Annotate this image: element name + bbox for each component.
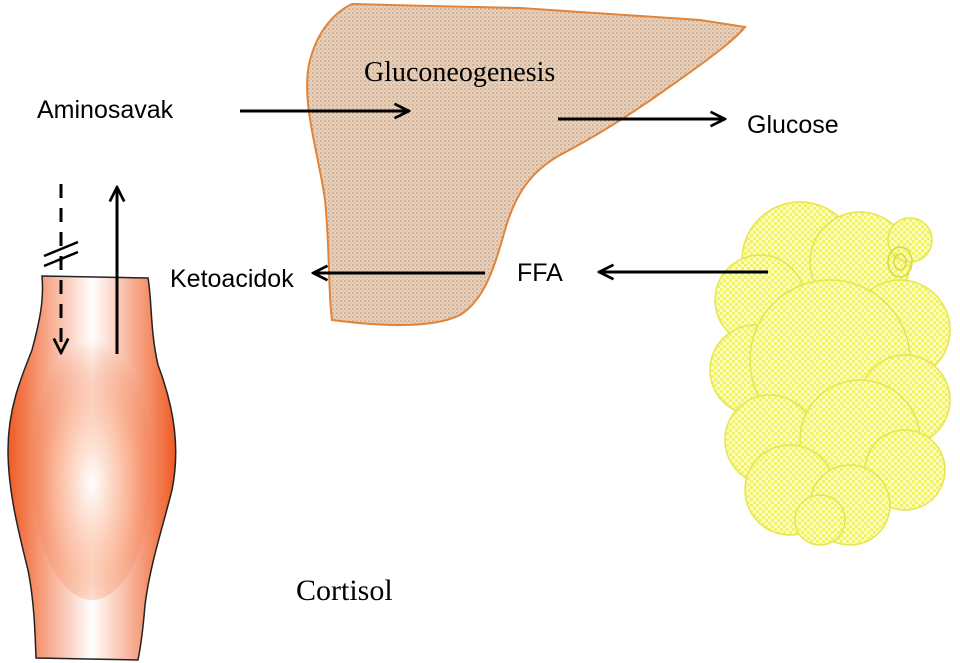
inhibition-mark bbox=[43, 240, 79, 268]
label-glucose: Glucose bbox=[747, 111, 839, 139]
label-aminosavak: Aminosavak bbox=[37, 96, 174, 124]
label-ketoacidok: Ketoacidok bbox=[170, 265, 294, 293]
label-cortisol: Cortisol bbox=[296, 574, 393, 607]
liver-shape bbox=[306, 2, 747, 326]
label-gluconeogenesis: Gluconeogenesis bbox=[364, 57, 555, 88]
muscle-highlight bbox=[32, 340, 152, 600]
adipose-tissue-shape bbox=[709, 201, 951, 546]
label-ffa: FFA bbox=[517, 259, 563, 287]
fat-cell-detail bbox=[887, 246, 913, 278]
